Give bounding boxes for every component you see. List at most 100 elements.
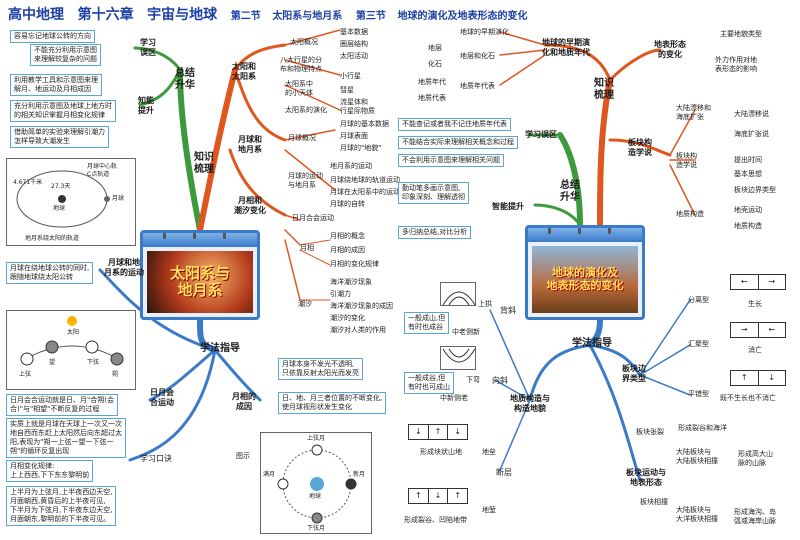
plate-sub-5: 板块边界类型 <box>734 186 776 194</box>
sun-sub-3: 太阳活动 <box>340 52 368 60</box>
right-summary-node: 总结 升华 <box>560 180 580 203</box>
left-miss-item-1: 容易忘记地球公转的方向 <box>10 30 95 44</box>
evo-item-1: 地球的早期演化 <box>460 28 509 36</box>
bound-cap-1: 生长 <box>748 300 762 308</box>
plate-item-2: 板块构 造学说 <box>676 152 697 169</box>
left-ability-item-1: 利用教学工具和示意图来理 解月、地运动及月相成因 <box>10 74 102 97</box>
motion-node: 板块运动与 地表形态 <box>626 468 666 487</box>
moon-sub-3: 月球的"地貌" <box>340 144 382 152</box>
tide-sub-2: 引潮力 <box>330 290 351 298</box>
right-ability-item-2: 多归纳总结,对比分析 <box>398 226 472 240</box>
moon-system-node: 月球和 地月系 <box>238 135 262 154</box>
left-method-node: 学法指导 <box>200 343 240 354</box>
syncline-note: 一般成谷,但 有时也可成山 <box>404 372 454 395</box>
left-ability: 知能 提升 <box>138 96 154 115</box>
formula-text: 上半月为上弦月,上半夜西边天空, 月面朝西,黄昏后的上半夜可见, 下半月为下弦月… <box>6 486 117 527</box>
orbit-label-d: 地球 <box>53 205 66 212</box>
tide-system-node: 月相和 潮汐变化 <box>234 196 266 215</box>
structure-node: 地质构造与 构造地貌 <box>510 394 550 413</box>
right-miss-item-3: 不会利用示意图来理解相关问题 <box>398 154 504 168</box>
landform-item-1: 主要地貌类型 <box>720 30 762 38</box>
plate-sub-1: 大陆漂移说 <box>734 110 769 118</box>
evo-sub-2: 化石 <box>428 60 442 68</box>
moon-fig-center: 地球 <box>309 493 322 500</box>
sun-system-node: 太阳和 太阳系 <box>232 62 256 81</box>
tide-sub-1: 海洋潮汐现象 <box>330 278 372 286</box>
moon-fig-right: 新月 <box>353 471 366 478</box>
anticline-up: 上拱 <box>478 300 492 308</box>
plate-item-3: 地质构造 <box>676 210 704 218</box>
fault-label: 断层 <box>496 468 512 477</box>
bound-fig-1: ←→ <box>730 274 786 290</box>
phase-label-d: 朔 <box>112 371 119 378</box>
tide-sub-3: 海洋潮汐现象的成因 <box>330 302 393 310</box>
moon-sub-2: 月球表面 <box>340 132 368 140</box>
moon-item-2: 月球的运动 与地月系 <box>288 172 323 189</box>
sun-item-1: 太阳概况 <box>290 38 318 46</box>
moon-fig-bottom: 下弦月 <box>307 525 326 532</box>
right-method-node: 学法指导 <box>572 338 612 349</box>
phase-cause-node: 月相的 成因 <box>232 392 256 411</box>
orbit-label-e: 地月系绕太阳的轨道 <box>25 235 80 242</box>
right-hub-card: 地球的演化及 地表形态的变化 <box>525 225 645 320</box>
sun-item-4: 太阳系的演化 <box>285 106 327 114</box>
plate-item-1: 大陆漂移和 海底扩张 <box>676 104 711 121</box>
syncline-diagram <box>442 348 476 363</box>
moon-sub-4: 地月系的运动 <box>330 162 372 170</box>
orbit-diagram <box>16 170 110 228</box>
syncline-label: 向斜 <box>492 376 508 385</box>
syncline-caption: 中新侧老 <box>440 394 468 402</box>
boundary-node: 板块边 界类型 <box>622 364 646 383</box>
xiang-note-2: 形成海沟、岛 弧或海岸山脉 <box>734 508 776 525</box>
left-hub-image: 太阳系与 地月系 <box>147 251 253 313</box>
tide-sub-4: 潮汐的变化 <box>330 314 365 322</box>
bound-fig-3: ↑↓ <box>730 370 786 386</box>
tide-item-1: 日月合会运动 <box>292 214 334 222</box>
sun-sub-2: 圈层结构 <box>340 40 368 48</box>
moon-sub-6: 月球在太阳系中的运动 <box>330 188 400 196</box>
right-miss-item-2: 不能结合实际来理解相关概念和过程 <box>398 136 518 150</box>
moon-sub-7: 月球的自转 <box>330 200 365 208</box>
graben-caption: 形成裂谷、凹陷地带 <box>404 516 467 524</box>
xiang-note-1: 形成高大山 脉的山脉 <box>738 450 773 467</box>
syncline-figure <box>440 346 476 370</box>
orbit-label-a: 月球中心轨 C点轨道 <box>87 163 118 178</box>
evo-sub-4: 地质代表 <box>418 94 446 102</box>
moon-phase-figure: 上弦月 下弦月 满月 新月 地球 <box>260 432 372 534</box>
sun-sub-4: 小行星 <box>340 72 361 80</box>
section3-title: 地球的演化及地表形态的变化 <box>397 11 528 22</box>
right-knowledge-node: 知识 梳理 <box>594 78 614 101</box>
moon-motion-node: 月球和地 月系的运动 <box>104 258 144 277</box>
tide-sub-5: 潮汐对人类的作用 <box>330 326 386 334</box>
evo-sub-3: 地质年代 <box>418 78 446 86</box>
bound-cap-3: 既不生长也不消亡 <box>720 394 776 402</box>
right-hub-image: 地球的演化及 地表形态的变化 <box>532 246 638 313</box>
phase-cause-note-2: 日、地、月三者位置的不断变化, 使月球视形状发生变化 <box>278 392 387 415</box>
page-header: 高中地理 第十六章 宇宙与地球 第二节 太阳系与地月系 第三节 地球的演化及地表… <box>8 4 527 24</box>
plate-sub-7: 地质构造 <box>734 222 762 230</box>
evo-item-2: 地层和化石 <box>460 52 495 60</box>
orbit-label-f: 4.671千米 <box>13 179 43 186</box>
figure-label: 图示 <box>236 452 250 460</box>
xiang-label: 板块相撞 <box>640 498 668 506</box>
evolution-node: 地球的早期演 化和地质年代 <box>542 38 590 57</box>
section2-title: 太阳系与地月系 <box>272 11 343 22</box>
formula-node: 学习口诀 <box>140 454 172 463</box>
landform-node: 地表形态 的变化 <box>654 40 686 59</box>
phase-label-b: 望 <box>49 359 56 366</box>
sun-item-3: 太阳系中 的小天体 <box>285 80 313 97</box>
moon-sub-1: 月球的基本数据 <box>340 120 389 128</box>
phase-sub-1: 月相的概念 <box>330 232 365 240</box>
conj-note-1: 日月会合运动就是日、月"合朔(会 合)"与"相望"不断反复的过程 <box>6 394 118 417</box>
right-ability-item-1: 勤动笔多画示意图, 印象深刻、理解透彻 <box>398 182 469 205</box>
anticline-figure <box>440 282 476 306</box>
chapter-number: 第十六章 <box>77 7 134 23</box>
tide-item-3: 潮汐 <box>298 300 312 308</box>
phase-sub-3: 月相的变化规律 <box>330 260 379 268</box>
moon-phase-diagram <box>277 444 357 524</box>
moon-fig-left: 满月 <box>263 471 276 478</box>
formula-title: 月相变化规律: 上上西西,下下东东黎明前 <box>6 460 94 483</box>
orbit-figure: 月球中心轨 C点轨道 月球 27.3天 地球 地月系绕太阳的轨道 4.671千米 <box>6 158 136 246</box>
bound-type-3: 平错型 <box>688 390 709 398</box>
